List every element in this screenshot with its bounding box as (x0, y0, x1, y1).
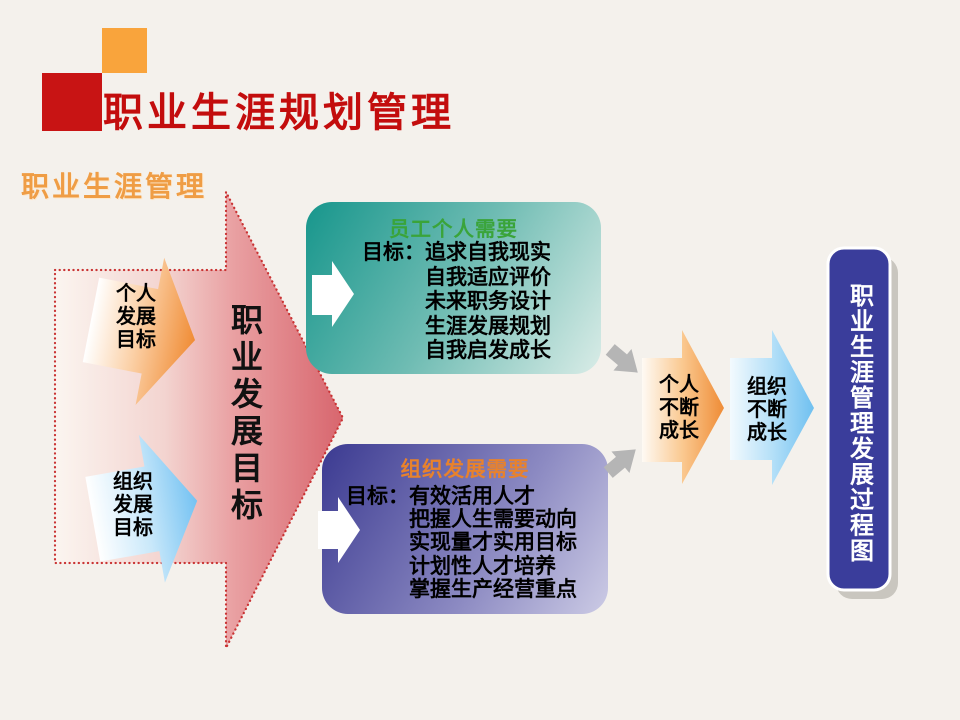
career-dev-arrow-label: 职业发展目标 (227, 303, 263, 525)
org-need-item: 计划性人才培养 (409, 554, 556, 578)
org-need-item: 实现量才实用目标 (409, 531, 577, 555)
decor-red-square (42, 73, 102, 131)
org-goal-arrow-label: 组织 发展 目标 (113, 471, 153, 539)
personal-goal-arrow-label: 个人 发展 目标 (116, 283, 156, 351)
org-needs-box-shape (322, 444, 608, 614)
org-need-item: 有效活用人才 (409, 485, 535, 508)
personal-growth-arrow-label: 个人 不断 成长 (659, 374, 699, 442)
employee-goal-prefix: 目标： (362, 241, 425, 264)
employee-need-item: 自我启发成长 (425, 339, 551, 362)
org-needs-box-body: 目标： 有效活用人才 把握人生需要动向 实现量才实用目标 计划性人才培养 掌握生… (346, 485, 577, 601)
org-goal-prefix: 目标： (346, 485, 409, 508)
gray-arrow-bottom-icon (603, 449, 636, 478)
org-need-item: 把握人生需要动向 (409, 508, 577, 532)
org-needs-box-title: 组织发展需要 (400, 458, 530, 481)
personal-growth-arrow-shape (642, 330, 724, 484)
career-dev-arrow-shape (53, 190, 345, 650)
employee-box-arrow-icon (312, 261, 354, 327)
org-goal-arrow-shape (85, 434, 198, 583)
section-label: 职业生涯管理 (21, 171, 208, 202)
org-growth-arrow-label: 组织 不断 成长 (747, 376, 787, 444)
employee-needs-box-title: 员工个人需要 (389, 218, 518, 241)
process-box-label: 职业生涯管理发展过程图 (845, 282, 873, 564)
org-box-arrow-icon (318, 497, 360, 563)
employee-need-item: 追求自我现实 (425, 241, 551, 264)
process-box-shape (826, 246, 892, 592)
page-title: 职业生涯规划管理 (103, 91, 455, 135)
gray-arrow-top-icon (605, 344, 638, 373)
org-need-item: 掌握生产经营重点 (409, 577, 577, 601)
employee-need-item: 生涯发展规划 (425, 314, 551, 338)
employee-need-item: 自我适应评价 (425, 265, 551, 289)
employee-needs-box-body: 目标： 追求自我现实 自我适应评价 未来职务设计 生涯发展规划 自我启发成长 (362, 241, 551, 364)
org-growth-arrow-shape (730, 330, 814, 485)
employee-need-item: 未来职务设计 (425, 290, 551, 313)
decor-orange-square (102, 28, 147, 73)
personal-goal-arrow-shape (82, 257, 196, 405)
employee-needs-box-shape (306, 202, 601, 374)
